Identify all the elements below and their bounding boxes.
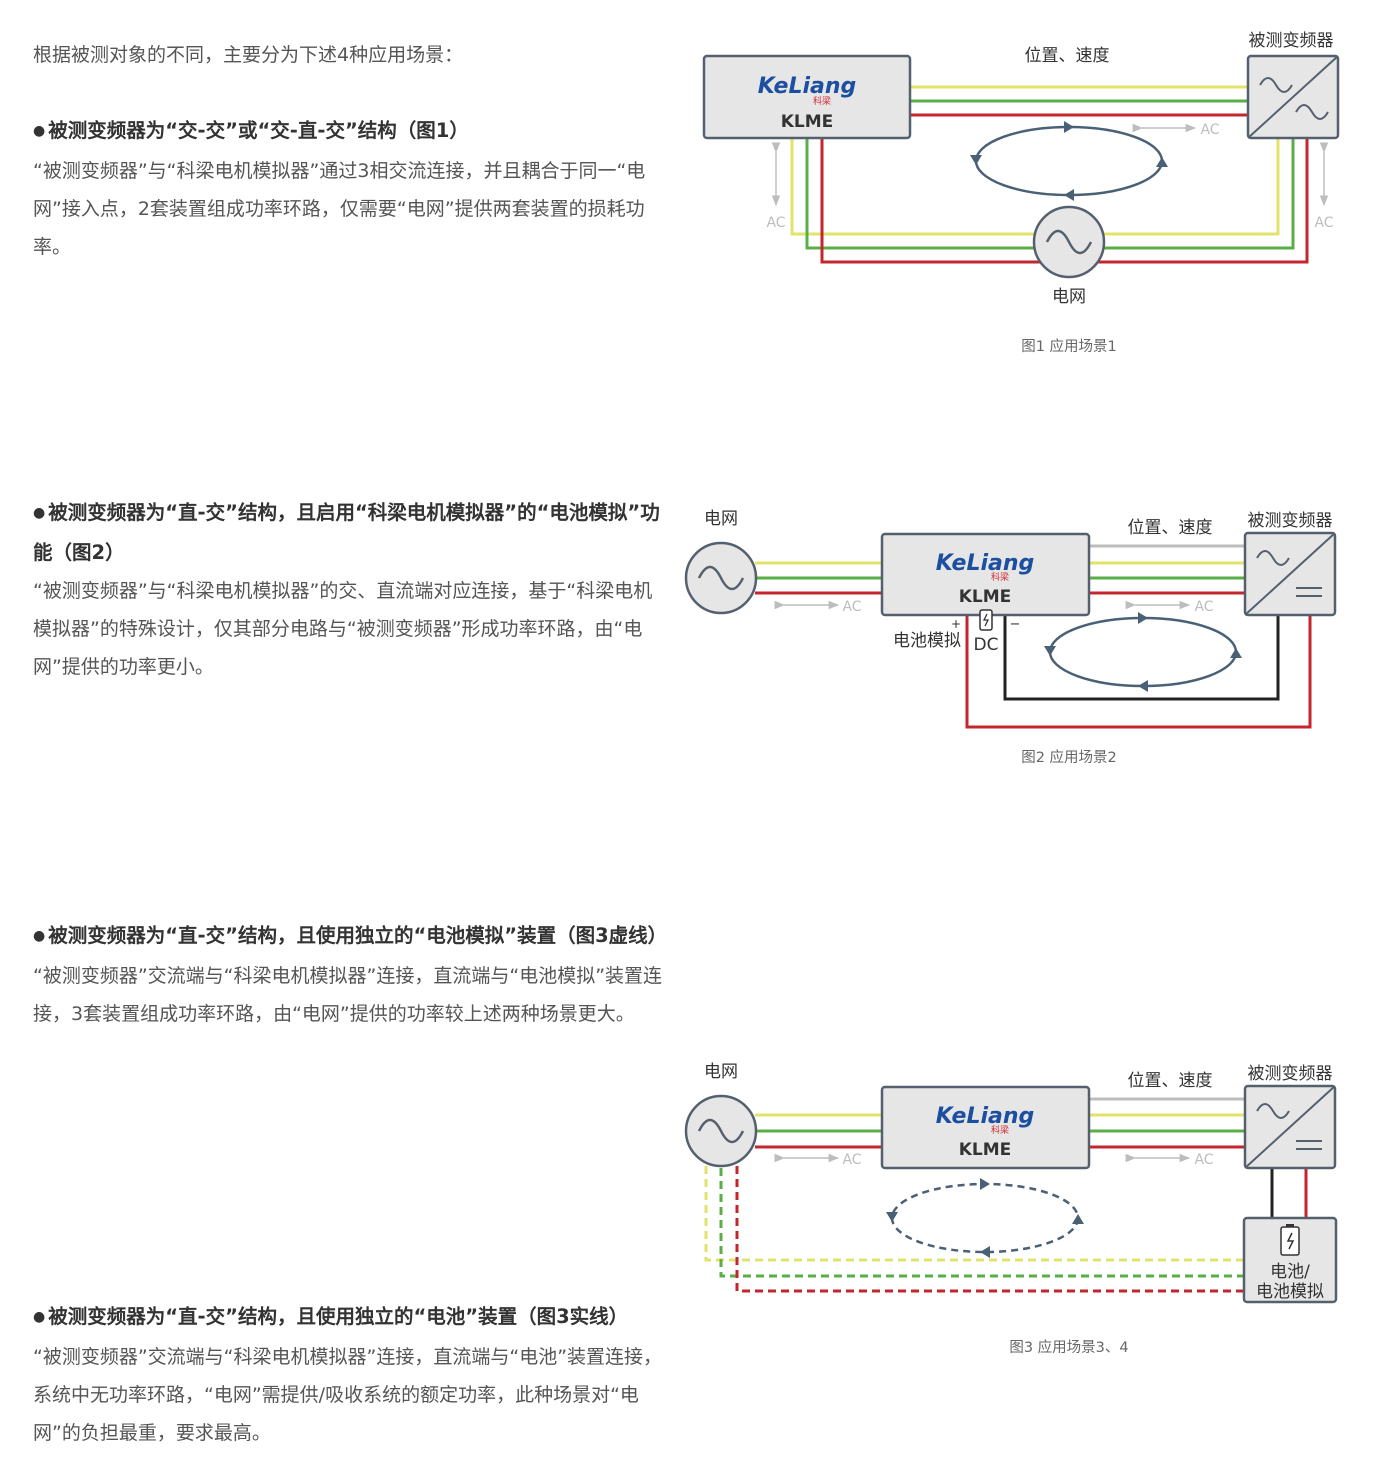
bullet-icon: ● bbox=[33, 1309, 46, 1325]
klme-box bbox=[702, 54, 912, 140]
section-2-title: ●被测变频器为“直-交”结构，且启用“科梁电机模拟器”的“电池模拟”功能（图2） bbox=[33, 494, 668, 572]
power-loop bbox=[1048, 616, 1238, 688]
section-1: ●被测变频器为“交-交”或“交-直-交”结构（图1） “被测变频器”与“科梁电机… bbox=[33, 112, 668, 266]
battery-sim-label: 电池模拟 bbox=[893, 631, 961, 651]
loop-arrow-icon bbox=[980, 1178, 990, 1190]
figure-1-caption: 图1 应用场景1 bbox=[1021, 339, 1117, 355]
wire-red-dashed bbox=[735, 1166, 1244, 1293]
klme-label: KLME bbox=[959, 587, 1012, 607]
section-2-body: “被测变频器”与“科梁电机模拟器”的交、直流端对应连接，基于“科梁电机模拟器”的… bbox=[33, 580, 653, 678]
bullet-icon: ● bbox=[33, 123, 46, 139]
ac-wave-icon bbox=[1295, 104, 1329, 120]
keliang-logo-cn: 科梁 bbox=[813, 95, 831, 107]
ac-label: AC bbox=[1194, 1152, 1213, 1168]
sine-wave-icon bbox=[697, 1118, 745, 1144]
section-1-title: ●被测变频器为“交-交”或“交-直-交”结构（图1） bbox=[33, 112, 668, 152]
figure-2-caption: 图2 应用场景2 bbox=[1021, 750, 1117, 766]
minus-label: − bbox=[1010, 617, 1021, 632]
dut-label: 被测变频器 bbox=[1249, 31, 1334, 51]
wire-green-dashed bbox=[719, 1168, 1244, 1278]
dut-label: 被测变频器 bbox=[1248, 511, 1333, 531]
pos-speed-label: 位置、速度 bbox=[1128, 1071, 1213, 1091]
ac-wave-icon bbox=[1256, 550, 1290, 566]
section-4-body: “被测变频器”交流端与“科梁电机模拟器”连接，直流端与“电池”装置连接，系统中无… bbox=[33, 1346, 663, 1444]
sine-wave-icon bbox=[1045, 229, 1093, 255]
keliang-logo: KeLiang bbox=[936, 1104, 1035, 1129]
bullet-icon: ● bbox=[33, 505, 46, 521]
keliang-logo: KeLiang bbox=[936, 551, 1035, 576]
section-2-title-text: 被测变频器为“直-交”结构，且启用“科梁电机模拟器”的“电池模拟”功能（图2） bbox=[33, 501, 660, 564]
keliang-logo-cn: 科梁 bbox=[991, 571, 1009, 583]
battery-label-line1: 电池/ bbox=[1270, 1262, 1310, 1282]
loop-arrow-icon bbox=[1064, 121, 1074, 133]
ac-wave-icon bbox=[1259, 77, 1293, 93]
section-4-title-text: 被测变频器为“直-交”结构，且使用独立的“电池”装置（图3实线） bbox=[48, 1305, 629, 1328]
section-3-title-text: 被测变频器为“直-交”结构，且使用独立的“电池模拟”装置（图3虚线） bbox=[48, 924, 668, 947]
klme-box bbox=[880, 1085, 1091, 1170]
klme-label: KLME bbox=[781, 112, 834, 132]
figure-2-diagram: 电网 KeLiang 科梁 KLME + − DC 电池模拟 被测变频器 位置、… bbox=[684, 509, 1337, 729]
battery-label-line2: 电池模拟 bbox=[1256, 1282, 1324, 1302]
ac-label: AC bbox=[766, 215, 785, 231]
loop-arrow-icon bbox=[1138, 680, 1148, 692]
ac-wave-icon bbox=[1256, 1103, 1290, 1119]
power-loop-dashed bbox=[890, 1182, 1080, 1254]
grid-label: 电网 bbox=[1052, 287, 1086, 307]
intro-text: 根据被测对象的不同，主要分为下述4种应用场景： bbox=[33, 44, 464, 66]
loop-arrow-icon bbox=[1044, 646, 1056, 656]
battery-cap bbox=[1286, 1224, 1294, 1227]
wire-yellow-ac bbox=[790, 138, 1280, 236]
section-3-body: “被测变频器”交流端与“科梁电机模拟器”连接，直流端与“电池模拟”装置连接，3套… bbox=[33, 965, 663, 1025]
bullet-icon: ● bbox=[33, 928, 46, 944]
section-3: ●被测变频器为“直-交”结构，且使用独立的“电池模拟”装置（图3虚线） “被测变… bbox=[33, 917, 668, 1033]
pos-speed-label: 位置、速度 bbox=[1025, 46, 1110, 66]
section-4: ●被测变频器为“直-交”结构，且使用独立的“电池”装置（图3实线） “被测变频器… bbox=[33, 1298, 668, 1452]
section-1-body: “被测变频器”与“科梁电机模拟器”通过3相交流连接，并且耦合于同一“电网”接入点… bbox=[33, 160, 646, 258]
loop-arrow-icon bbox=[970, 155, 982, 165]
ac-label: AC bbox=[842, 1152, 861, 1168]
dut-diagonal bbox=[1247, 55, 1339, 139]
loop-arrow-icon bbox=[1064, 189, 1074, 201]
ac-label: AC bbox=[1200, 122, 1219, 138]
wire-yellow-dashed bbox=[704, 1166, 1244, 1262]
dut-diagonal bbox=[1244, 1085, 1336, 1169]
ac-label: AC bbox=[1314, 215, 1333, 231]
loop-arrow-icon bbox=[1156, 157, 1168, 167]
figure-1-diagram: KeLiang 科梁 KLME 被测变频器 位置、速度 AC AC AC 电网 bbox=[702, 31, 1340, 307]
section-2: ●被测变频器为“直-交”结构，且启用“科梁电机模拟器”的“电池模拟”功能（图2）… bbox=[33, 494, 668, 686]
dc-label: DC bbox=[974, 635, 999, 655]
grid-label: 电网 bbox=[704, 1062, 738, 1082]
dut-diagonal bbox=[1244, 532, 1336, 616]
section-4-title: ●被测变频器为“直-交”结构，且使用独立的“电池”装置（图3实线） bbox=[33, 1298, 668, 1338]
power-loop bbox=[974, 125, 1164, 197]
plus-label: + bbox=[951, 617, 961, 631]
grid-label: 电网 bbox=[704, 509, 738, 529]
wire-dc-negative bbox=[1003, 615, 1280, 701]
klme-label: KLME bbox=[959, 1140, 1012, 1160]
dut-label: 被测变频器 bbox=[1248, 1064, 1333, 1084]
bolt-icon bbox=[1286, 1232, 1295, 1250]
loop-arrow-icon bbox=[1072, 1214, 1084, 1224]
loop-arrow-icon bbox=[980, 1246, 990, 1258]
keliang-logo: KeLiang bbox=[758, 74, 857, 99]
battery-box bbox=[1242, 1216, 1338, 1304]
loop-arrow-icon bbox=[1138, 612, 1148, 624]
loop-arrow-icon bbox=[1230, 648, 1242, 658]
keliang-logo-cn: 科梁 bbox=[991, 1124, 1009, 1136]
wire-dc-positive bbox=[965, 615, 1312, 729]
bolt-icon bbox=[982, 613, 990, 627]
section-3-title: ●被测变频器为“直-交”结构，且使用独立的“电池模拟”装置（图3虚线） bbox=[33, 917, 668, 957]
pos-speed-label: 位置、速度 bbox=[1128, 518, 1213, 538]
figure-3-diagram: 电网 KeLiang 科梁 KLME 被测变频器 位置、速度 电池/ 电池模拟 … bbox=[684, 1062, 1338, 1304]
figure-3-caption: 图3 应用场景3、4 bbox=[1009, 1340, 1129, 1356]
ac-label: AC bbox=[842, 599, 861, 615]
sine-wave-icon bbox=[697, 565, 745, 591]
section-1-title-text: 被测变频器为“交-交”或“交-直-交”结构（图1） bbox=[48, 119, 469, 142]
ac-label: AC bbox=[1194, 599, 1213, 615]
loop-arrow-icon bbox=[886, 1212, 898, 1222]
